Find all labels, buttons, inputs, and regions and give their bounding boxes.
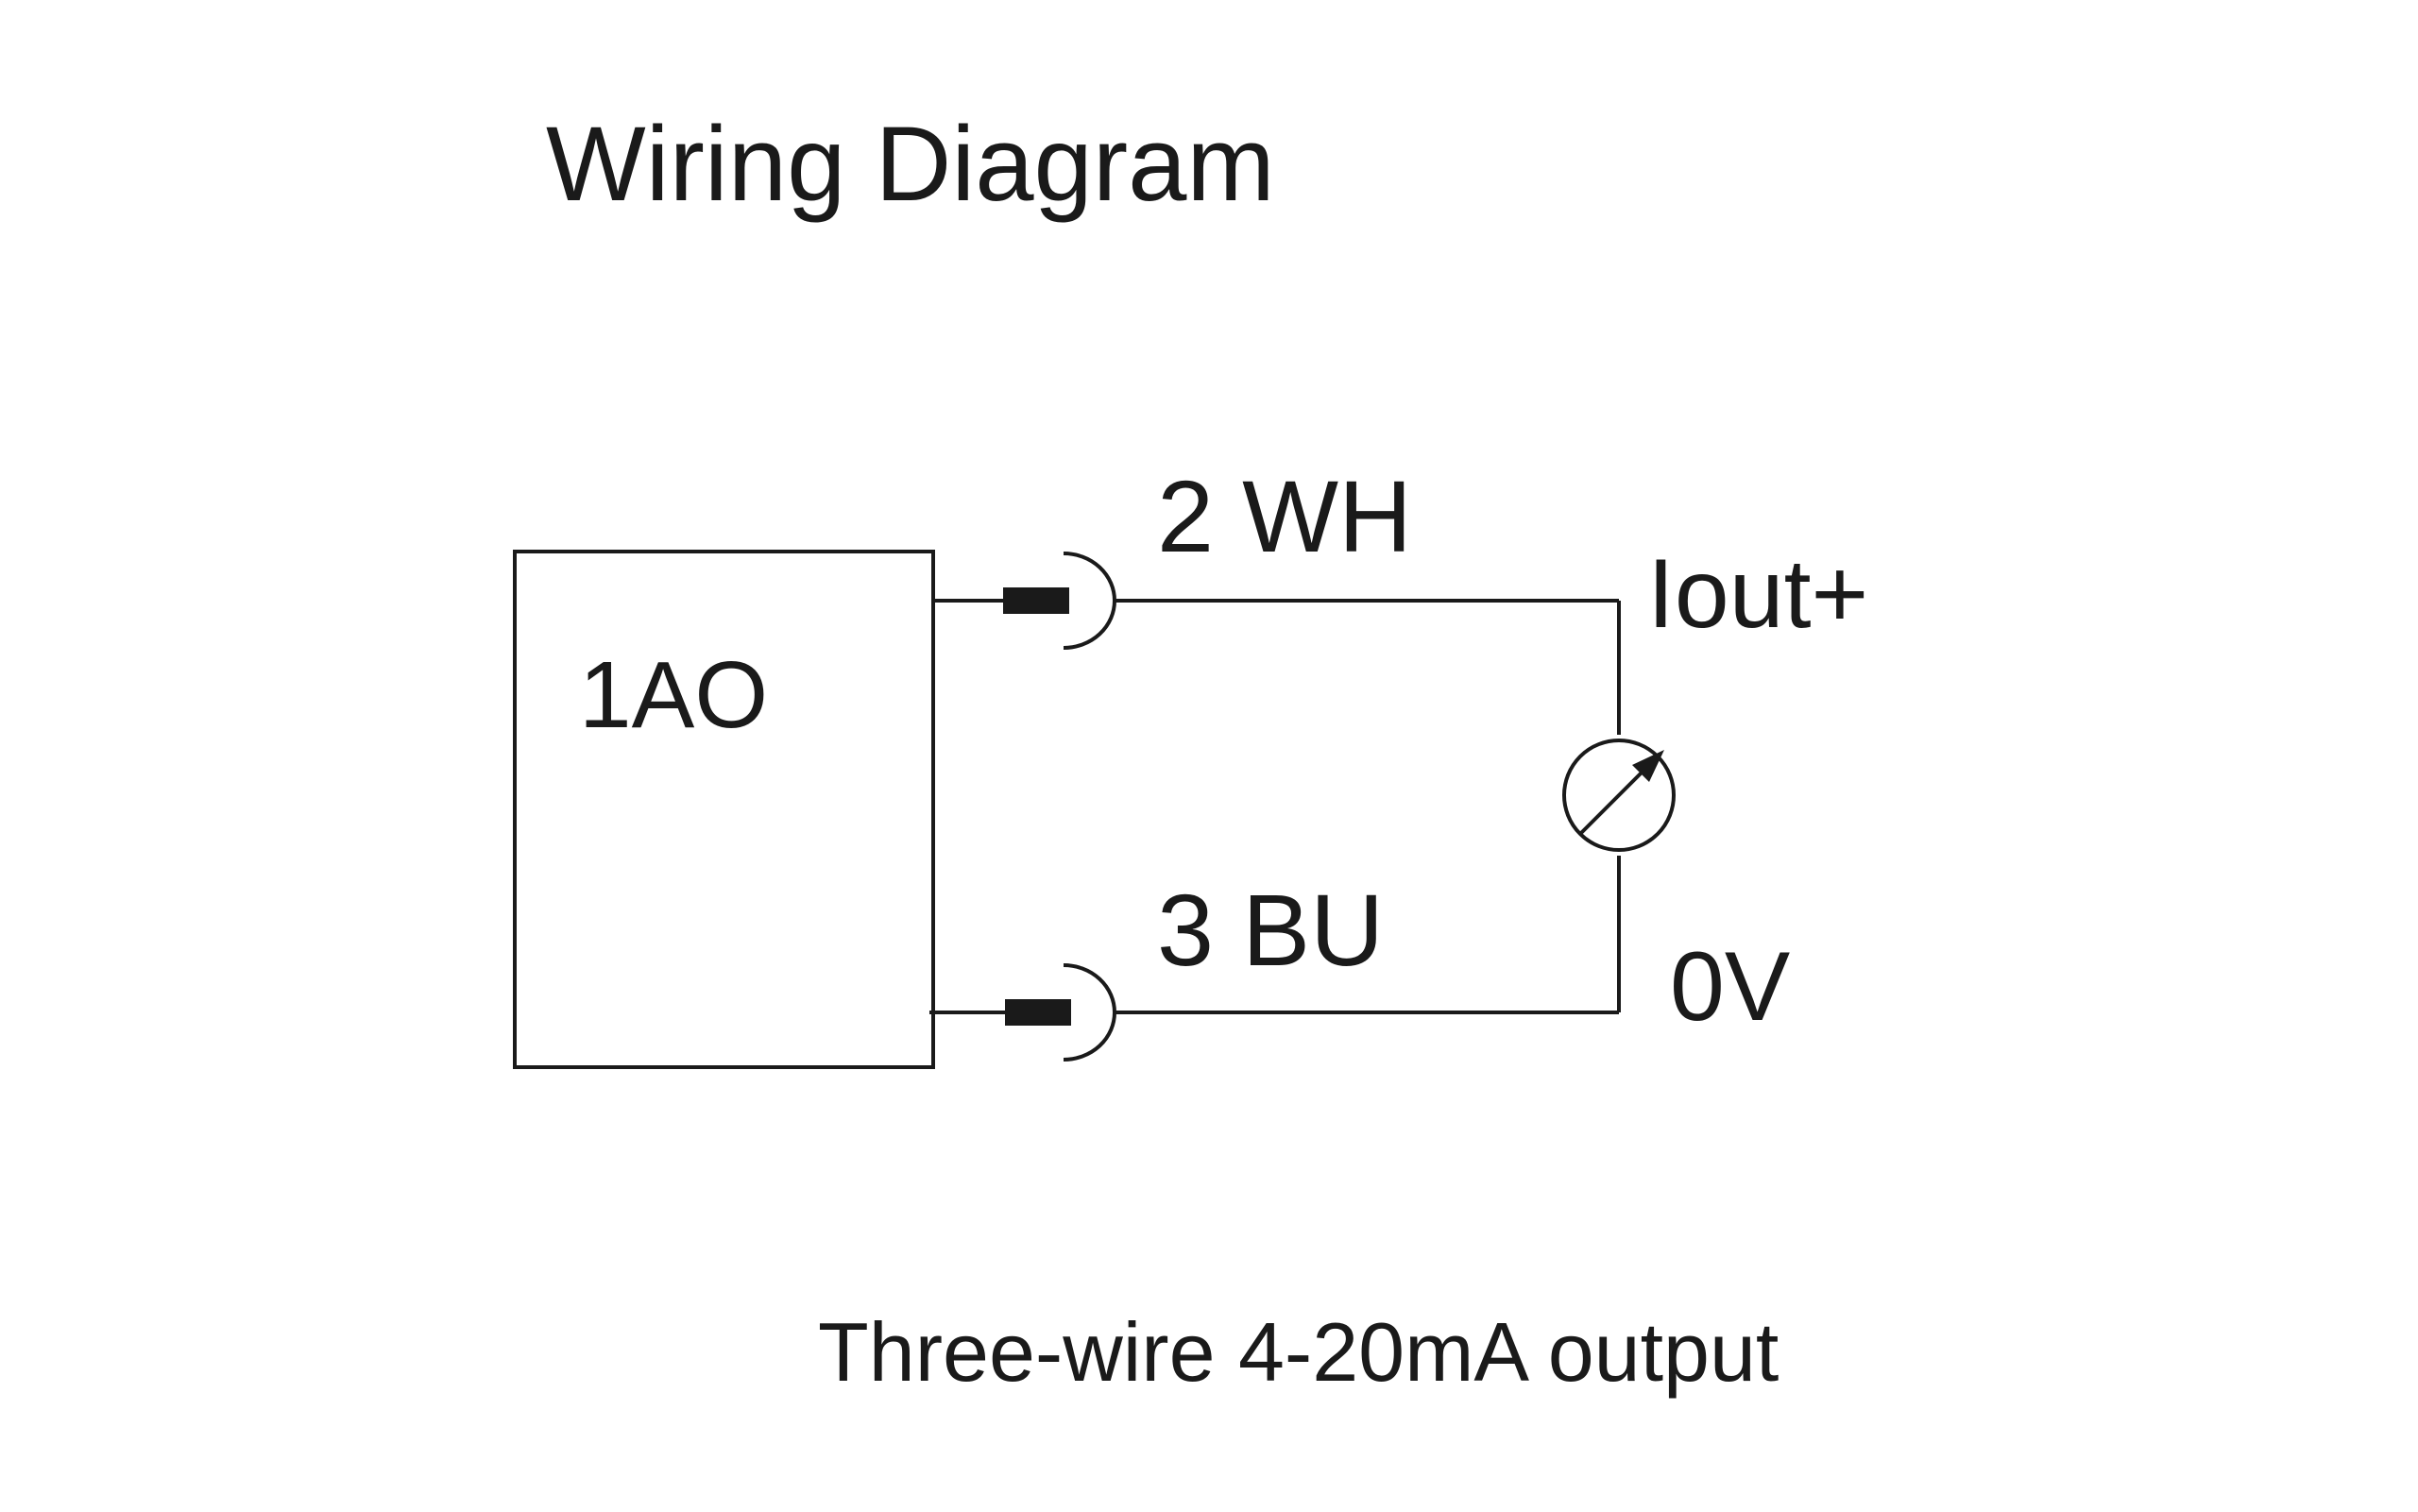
device-label: 1AO: [579, 642, 768, 748]
connector-socket-bottom: [1063, 963, 1116, 1062]
connector-pin-top: [1003, 587, 1069, 614]
wire-top: [933, 552, 1621, 735]
ammeter-needle: [1579, 765, 1649, 835]
wire-top-pin-label: 2 WH: [1157, 459, 1412, 573]
wire-top-terminal-label: Iout+: [1647, 539, 1868, 649]
ammeter-icon: [1562, 739, 1676, 852]
device-box: [513, 550, 935, 1069]
diagram-caption: Three-wire 4-20mA output: [818, 1305, 1779, 1399]
wire-bottom-terminal-label: 0V: [1670, 932, 1790, 1042]
connector-socket-top: [1063, 552, 1116, 650]
connector-pin-bottom: [1005, 999, 1071, 1026]
diagram-title: Wiring Diagram: [546, 105, 1275, 223]
wire-bottom-pin-label: 3 BU: [1157, 873, 1384, 987]
ammeter-arrowhead: [1632, 750, 1664, 782]
wire-bottom: [929, 856, 1621, 1062]
